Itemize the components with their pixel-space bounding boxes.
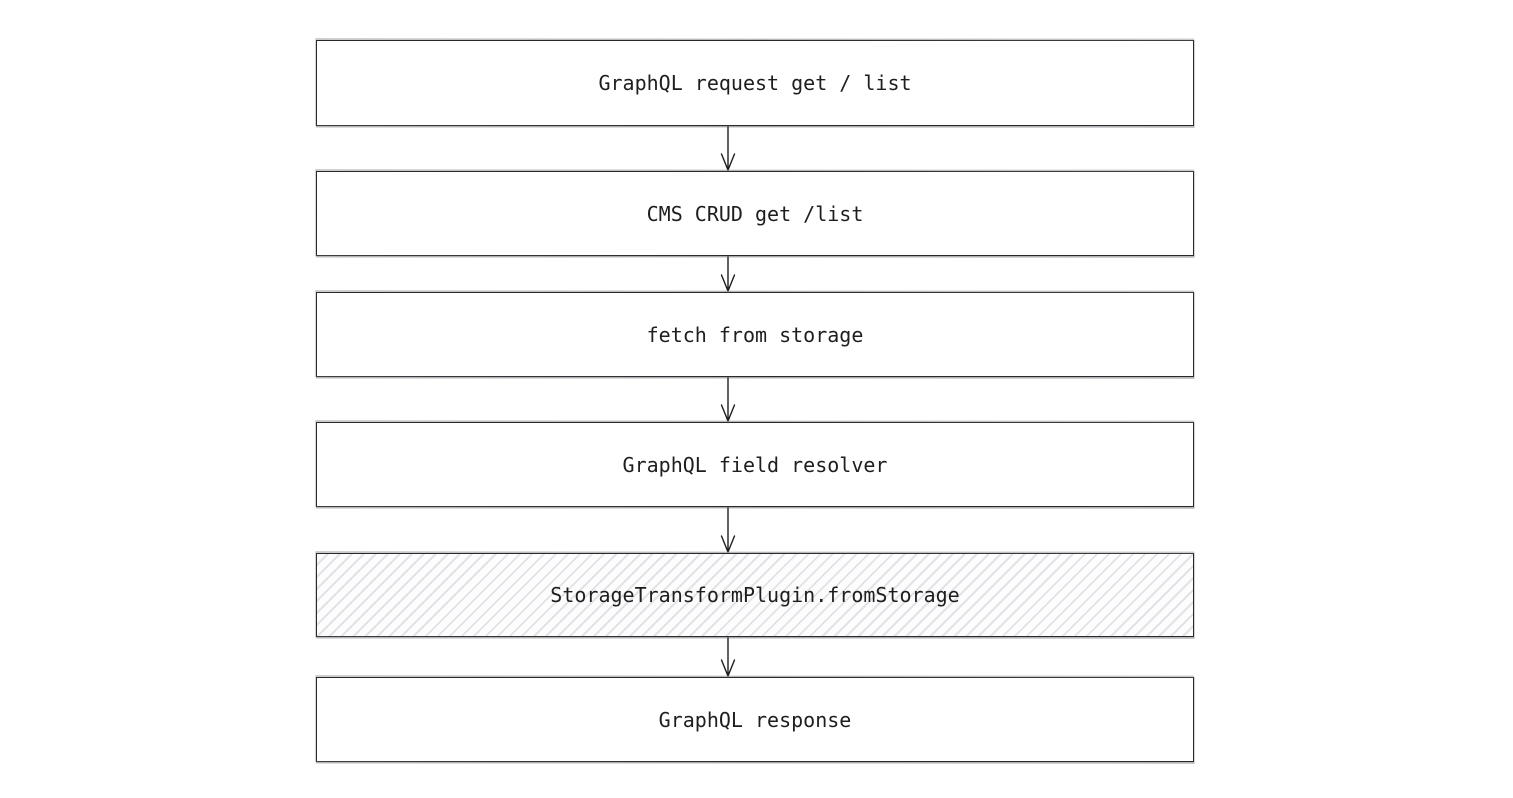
flow-node-cms-crud: CMS CRUD get /list [316,171,1194,256]
flow-node-fetch-from-storage: fetch from storage [316,292,1194,377]
flow-node-storage-transform-plugin: StorageTransformPlugin.fromStorage [316,553,1194,637]
down-arrow-connector [720,256,736,292]
flow-node-graphql-field-resolver: GraphQL field resolver [316,422,1194,507]
down-arrow-connector [720,507,736,553]
flow-node-label: fetch from storage [646,322,864,347]
flow-node-label: GraphQL field resolver [622,452,888,477]
down-arrow-connector [720,126,736,171]
flow-node-label: GraphQL request get / list [598,71,912,95]
flow-node-label: GraphQL response [658,707,852,732]
flow-node-label: StorageTransformPlugin.fromStorage [550,583,960,607]
flow-node-graphql-request: GraphQL request get / list [316,40,1194,126]
flow-node-label: CMS CRUD get /list [646,201,864,226]
flow-node-graphql-response: GraphQL response [316,677,1194,762]
down-arrow-connector [720,637,736,677]
down-arrow-connector [720,377,736,422]
